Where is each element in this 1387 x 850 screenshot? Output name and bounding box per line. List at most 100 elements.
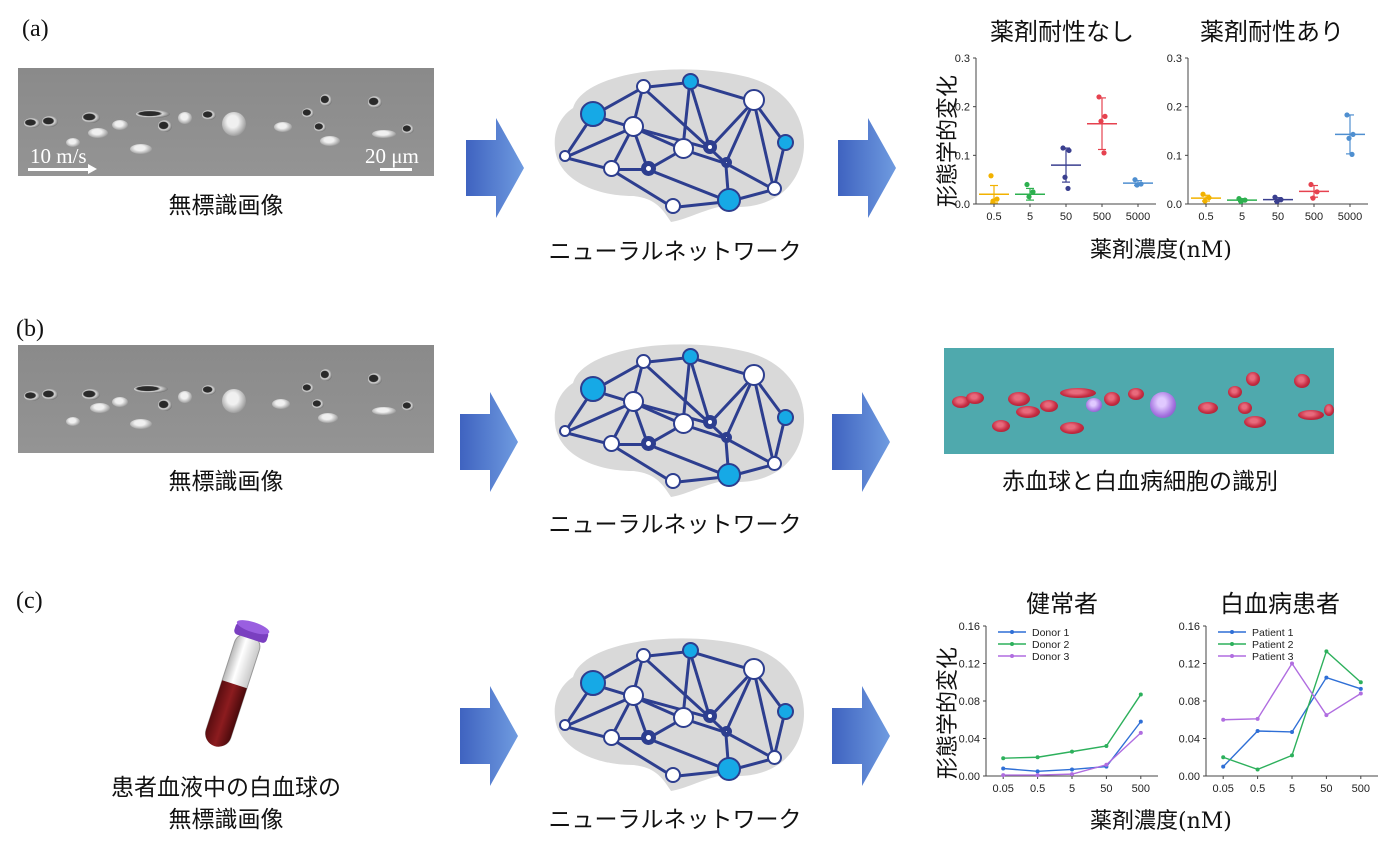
x-tick-label: 500	[1352, 783, 1370, 795]
data-point	[1324, 675, 1329, 680]
speed-arrow-head	[88, 164, 97, 174]
cell	[314, 122, 326, 132]
cell	[158, 399, 172, 411]
y-tick-label: 0.12	[1179, 659, 1200, 671]
data-point	[1134, 182, 1140, 188]
cell	[88, 128, 108, 138]
network-caption-a: ニューラルネットワーク	[548, 239, 802, 265]
data-point	[1070, 749, 1074, 754]
data-point	[1221, 717, 1226, 722]
data-point	[1255, 729, 1260, 733]
x-tick-label: 5000	[1338, 211, 1362, 223]
red-blood-cell	[1238, 402, 1252, 414]
y-tick-label: 0.12	[959, 659, 980, 671]
y-tick-label: 0.3	[1167, 53, 1182, 65]
network-node	[672, 412, 694, 434]
network-node	[580, 101, 606, 127]
network-node	[665, 473, 681, 489]
data-point	[1324, 713, 1329, 718]
data-point	[1001, 756, 1006, 761]
y-tick-label: 0.0	[1167, 199, 1182, 211]
cell	[42, 116, 58, 127]
data-point	[1346, 135, 1352, 141]
x-tick-label: 5	[1027, 211, 1033, 223]
legend-label: Patient 3	[1252, 651, 1294, 663]
network-node	[580, 376, 606, 402]
cell	[82, 389, 100, 400]
legend-marker	[1010, 654, 1014, 658]
network-node	[602, 159, 620, 177]
network-node	[559, 150, 571, 162]
leukemia-cell	[1150, 392, 1176, 418]
blood-tube-icon	[205, 620, 270, 747]
network-node	[743, 89, 765, 111]
legend-marker	[1010, 630, 1014, 634]
cell	[372, 130, 396, 138]
series-line	[1222, 650, 1362, 771]
image-caption-c-line2: 無標識画像	[168, 807, 284, 833]
data-point	[1070, 767, 1074, 772]
data-point	[1030, 189, 1036, 195]
data-point	[1070, 772, 1074, 777]
data-point	[1314, 189, 1320, 195]
x-tick-label: 0.05	[1212, 783, 1233, 795]
cell	[302, 383, 314, 393]
x-tick-label: 0.5	[986, 211, 1001, 223]
data-point	[1206, 195, 1212, 201]
cell	[134, 385, 168, 393]
network-node	[703, 415, 717, 429]
network-node	[672, 137, 694, 159]
network-node	[635, 353, 651, 369]
cell	[24, 118, 40, 128]
data-point	[1290, 729, 1294, 734]
data-point	[1132, 177, 1138, 183]
data-point	[1202, 198, 1208, 204]
result-caption-b: 赤血球と白血病細胞の識別	[1002, 469, 1278, 495]
network-node	[602, 434, 620, 452]
scale-bar	[380, 168, 412, 171]
network-node	[635, 78, 651, 94]
y-tick-label: 0.1	[1167, 150, 1182, 162]
data-point	[1066, 147, 1072, 154]
data-point	[1104, 762, 1109, 767]
panel-label-b: (b)	[16, 316, 44, 342]
network-node	[640, 729, 656, 745]
cell	[402, 401, 414, 411]
x-tick-label: 0.5	[1198, 211, 1213, 223]
cell	[136, 110, 170, 118]
network-node	[720, 431, 732, 443]
red-blood-cell	[1016, 406, 1040, 418]
y-tick-label: 0.04	[959, 734, 980, 746]
legend-marker	[1230, 630, 1234, 634]
network-node	[766, 749, 782, 765]
data-point	[1238, 198, 1244, 205]
red-blood-cell	[1244, 416, 1266, 428]
y-tick-label: 0.2	[1167, 102, 1182, 114]
cell	[82, 112, 100, 123]
network-node	[776, 133, 794, 151]
red-blood-cell	[1060, 388, 1096, 398]
y-tick-label: 0.16	[959, 621, 980, 633]
data-point	[1274, 198, 1280, 205]
network-node	[665, 198, 681, 214]
cell	[66, 417, 80, 426]
red-blood-cell	[992, 420, 1010, 432]
y-tick-label: 0.0	[955, 199, 970, 211]
image-caption-a: 無標識画像	[168, 193, 284, 219]
network-node	[622, 115, 644, 137]
data-point	[1101, 150, 1107, 156]
series-line	[1223, 662, 1362, 721]
network-node	[720, 156, 732, 168]
network-node	[640, 435, 656, 451]
network-node	[559, 425, 571, 437]
cell	[130, 419, 152, 429]
cell	[320, 136, 340, 146]
data-point	[1290, 753, 1294, 758]
data-point	[1278, 197, 1284, 203]
data-point	[1104, 744, 1109, 748]
cell	[202, 110, 216, 120]
x-tick-label: 500	[1305, 211, 1323, 223]
